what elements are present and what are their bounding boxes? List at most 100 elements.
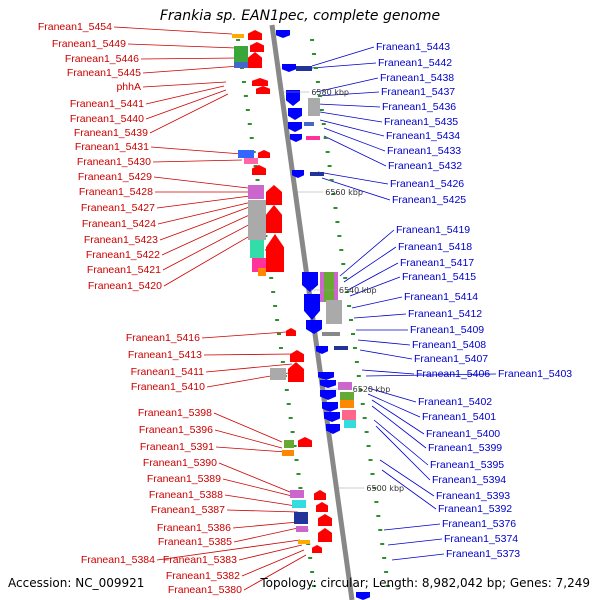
forward-gene-arrow[interactable] [318,528,332,542]
left-gene-label[interactable]: Franean1_5454 [38,21,112,33]
gene-feature[interactable] [310,172,324,176]
right-gene-label[interactable]: Franean1_5373 [446,548,520,560]
gene-feature[interactable] [322,332,340,336]
right-gene-label[interactable]: Franean1_5392 [438,503,512,515]
left-gene-label[interactable]: Franean1_5422 [86,249,160,261]
gene-feature[interactable] [304,122,314,126]
gene-feature[interactable] [326,300,342,324]
gene-feature[interactable] [234,62,248,68]
gene-feature[interactable] [234,46,248,66]
gene-feature[interactable] [334,346,348,350]
reverse-gene-arrow[interactable] [292,170,304,178]
reverse-gene-arrow[interactable] [318,372,334,380]
right-gene-label[interactable]: Franean1_5400 [426,428,500,440]
forward-gene-arrow[interactable] [318,514,332,526]
forward-gene-arrow[interactable] [266,234,284,272]
right-gene-label[interactable]: Franean1_5408 [412,339,486,351]
left-gene-label[interactable]: Franean1_5398 [138,407,212,419]
gene-feature[interactable] [250,240,264,258]
right-gene-label[interactable]: Franean1_5419 [396,224,470,236]
right-gene-label[interactable]: Franean1_5417 [400,257,474,269]
left-gene-label[interactable]: Franean1_5416 [126,332,200,344]
right-gene-label[interactable]: Franean1_5374 [444,533,518,545]
reverse-gene-arrow[interactable] [322,402,338,412]
gene-feature[interactable] [284,440,294,448]
gene-feature[interactable] [340,400,354,408]
left-gene-label[interactable]: Franean1_5390 [143,457,217,469]
left-gene-label[interactable]: Franean1_5411 [131,366,205,378]
left-gene-label[interactable]: Franean1_5384 [81,554,155,566]
left-gene-label[interactable]: Franean1_5449 [52,38,126,50]
forward-gene-arrow[interactable] [258,150,270,158]
reverse-gene-arrow[interactable] [286,90,300,106]
gene-feature[interactable] [324,272,334,302]
gene-feature[interactable] [306,136,320,140]
right-gene-label[interactable]: Franean1_5442 [378,57,452,69]
right-gene-label[interactable]: Franean1_5443 [376,41,450,53]
reverse-gene-arrow[interactable] [326,424,340,434]
gene-feature[interactable] [338,382,352,390]
left-gene-label[interactable]: Franean1_5421 [87,264,161,276]
left-gene-label[interactable]: Franean1_5446 [65,53,139,65]
reverse-gene-arrow[interactable] [276,30,290,38]
gene-feature[interactable] [296,526,308,532]
right-gene-label[interactable]: Franean1_5399 [428,442,502,454]
left-gene-label[interactable]: Franean1_5431 [75,141,149,153]
forward-gene-arrow[interactable] [286,328,296,336]
gene-feature[interactable] [342,410,356,420]
left-gene-label[interactable]: Franean1_5440 [70,113,144,125]
right-gene-label[interactable]: Franean1_5425 [392,194,466,206]
reverse-gene-arrow[interactable] [288,122,302,132]
gene-feature[interactable] [308,98,320,116]
left-gene-label[interactable]: Franean1_5441 [70,98,144,110]
gene-feature[interactable] [340,392,354,400]
right-gene-label[interactable]: Franean1_5394 [432,474,506,486]
right-gene-label[interactable]: Franean1_5406 [416,368,490,380]
gene-feature[interactable] [248,185,264,199]
left-gene-label[interactable]: Franean1_5420 [88,280,162,292]
gene-feature[interactable] [232,34,244,38]
gene-feature[interactable] [290,490,304,498]
reverse-gene-arrow[interactable] [320,390,336,400]
reverse-gene-arrow[interactable] [306,320,322,334]
forward-gene-arrow[interactable] [252,165,266,175]
right-gene-label[interactable]: Franean1_5376 [442,518,516,530]
forward-gene-arrow[interactable] [316,502,328,512]
left-gene-label[interactable]: Franean1_5427 [81,202,155,214]
right-gene-label[interactable]: Franean1_5395 [430,459,504,471]
forward-gene-arrow[interactable] [250,42,264,52]
right-gene-label[interactable]: Franean1_5412 [408,308,482,320]
left-gene-label[interactable]: Franean1_5428 [79,186,153,198]
left-gene-label[interactable]: Franean1_5389 [147,473,221,485]
forward-gene-arrow[interactable] [290,350,304,362]
left-gene-label[interactable]: Franean1_5439 [74,127,148,139]
reverse-gene-arrow[interactable] [324,412,340,422]
left-gene-label[interactable]: Franean1_5387 [151,504,225,516]
left-gene-label[interactable]: Franean1_5382 [166,570,240,582]
left-gene-label[interactable]: Franean1_5385 [158,536,232,548]
right-gene-label[interactable]: Franean1_5403 [498,368,572,380]
forward-gene-arrow[interactable] [298,437,312,447]
left-gene-label[interactable]: Franean1_5445 [67,67,141,79]
reverse-gene-arrow[interactable] [302,272,318,292]
right-gene-label[interactable]: Franean1_5415 [402,271,476,283]
reverse-gene-arrow[interactable] [282,64,296,72]
gene-feature[interactable] [344,420,356,428]
left-gene-label[interactable]: Franean1_5383 [163,554,237,566]
right-gene-label[interactable]: Franean1_5437 [381,86,455,98]
left-gene-label[interactable]: Franean1_5413 [128,349,202,361]
gene-feature[interactable] [282,450,294,456]
left-gene-label[interactable]: Franean1_5386 [157,522,231,534]
right-gene-label[interactable]: Franean1_5438 [380,72,454,84]
left-gene-label[interactable]: Franean1_5410 [131,381,205,393]
gene-feature[interactable] [294,512,308,524]
reverse-gene-arrow[interactable] [316,346,328,354]
right-gene-label[interactable]: Franean1_5435 [384,116,458,128]
reverse-gene-arrow[interactable] [290,134,302,142]
left-gene-label[interactable]: phhA [116,81,141,93]
left-gene-label[interactable]: Franean1_5424 [82,218,156,230]
right-gene-label[interactable]: Franean1_5402 [418,396,492,408]
left-gene-label[interactable]: Franean1_5396 [139,424,213,436]
gene-feature[interactable] [248,200,266,240]
forward-gene-arrow[interactable] [288,362,304,382]
